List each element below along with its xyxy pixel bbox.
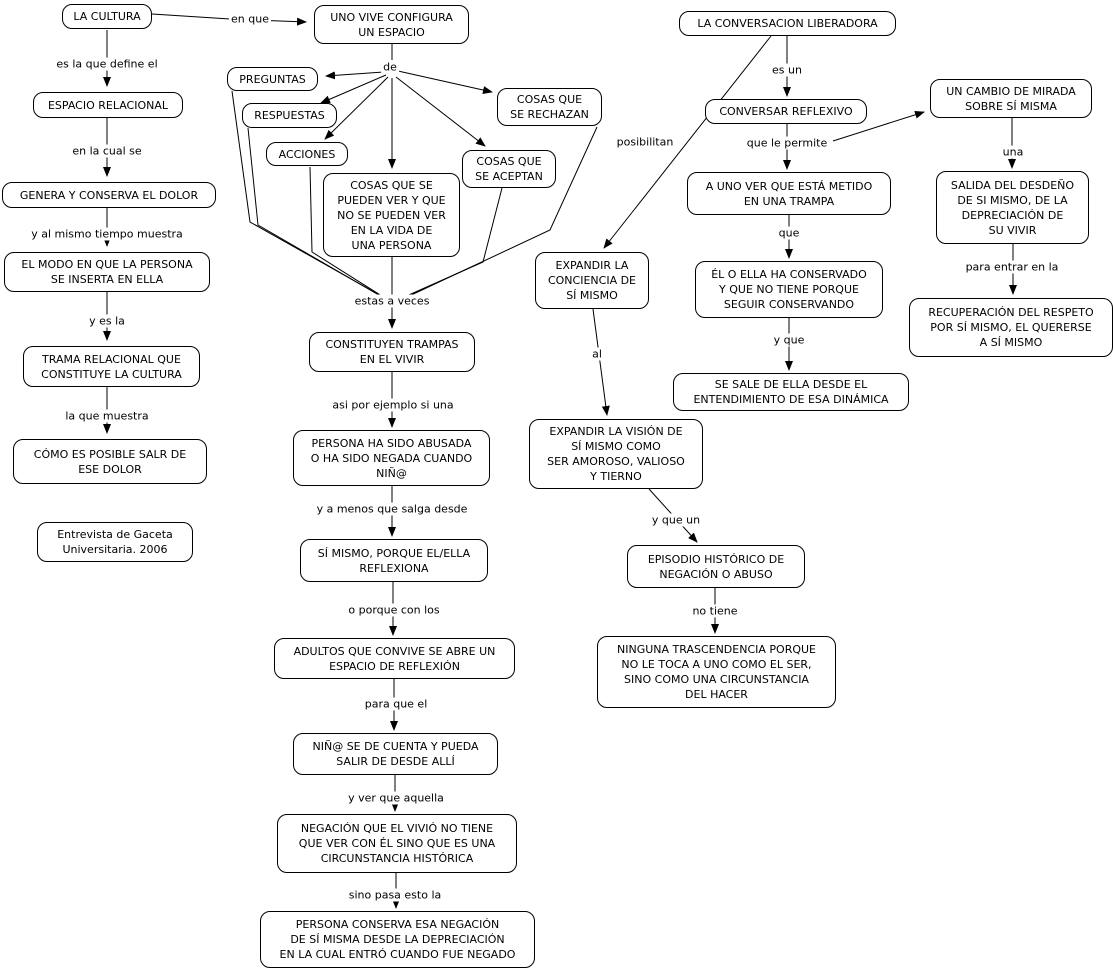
node-se-sale[interactable]: SE SALE DE ELLA DESDE EL ENTENDIMIENTO D… bbox=[673, 373, 909, 411]
node-persona-abusada[interactable]: PERSONA HA SIDO ABUSADA O HA SIDO NEGADA… bbox=[293, 430, 490, 486]
link-label-la-que-muestra[interactable]: la que muestra bbox=[63, 409, 151, 423]
node-episodio-historico[interactable]: EPISODIO HISTÓRICO DE NEGACIÓN O ABUSO bbox=[627, 545, 805, 588]
connector-aceptan-junction bbox=[401, 187, 503, 299]
node-si-mismo-reflexiona[interactable]: SÍ MISMO, PORQUE EL/ELLA REFLEXIONA bbox=[300, 539, 488, 582]
link-label-es-un[interactable]: es un bbox=[770, 63, 804, 77]
node-preguntas[interactable]: PREGUNTAS bbox=[227, 67, 318, 91]
link-label-en-la-cual-se[interactable]: en la cual se bbox=[70, 144, 144, 158]
connector-conciencia-vision bbox=[592, 308, 610, 416]
node-genera-conserva-dolor[interactable]: GENERA Y CONSERVA EL DOLOR bbox=[2, 182, 216, 208]
node-negacion-vivio[interactable]: NEGACIÓN QUE EL VIVIÓ NO TIENE QUE VER C… bbox=[277, 814, 517, 873]
node-un-cambio-mirada[interactable]: UN CAMBIO DE MIRADA SOBRE SÍ MISMA bbox=[930, 79, 1092, 118]
node-salida-desdeno[interactable]: SALIDA DEL DESDEÑO DE SI MISMO, DE LA DE… bbox=[936, 171, 1089, 244]
link-label-en-que[interactable]: en que bbox=[229, 12, 271, 26]
connector-acciones-junction bbox=[309, 166, 386, 299]
connector-de-rechazan bbox=[397, 70, 493, 94]
node-cosas-pueden-ver[interactable]: COSAS QUE SE PUEDEN VER Y QUE NO SE PUED… bbox=[323, 173, 460, 257]
link-label-es-la-que-define[interactable]: es la que define el bbox=[54, 57, 160, 71]
node-entrevista-gaceta[interactable]: Entrevista de Gaceta Universitaria. 2006 bbox=[37, 522, 193, 562]
connector-de-respuestas bbox=[320, 74, 387, 104]
node-persona-conserva[interactable]: PERSONA CONSERVA ESA NEGACIÓN DE SÍ MISM… bbox=[260, 911, 535, 968]
node-expandir-vision[interactable]: EXPANDIR LA VISIÓN DE SÍ MISMO COMO SER … bbox=[529, 419, 703, 489]
connector-conversacion-expandir bbox=[603, 35, 772, 249]
link-label-de[interactable]: de bbox=[381, 60, 399, 74]
link-label-y-es-la[interactable]: y es la bbox=[87, 314, 127, 328]
link-label-o-porque-con-los[interactable]: o porque con los bbox=[346, 603, 442, 617]
node-el-modo[interactable]: EL MODO EN QUE LA PERSONA SE INSERTA EN … bbox=[4, 252, 210, 292]
node-trama-relacional[interactable]: TRAMA RELACIONAL QUE CONSTITUYE LA CULTU… bbox=[23, 346, 200, 387]
link-label-para-entrar-en-la[interactable]: para entrar en la bbox=[963, 260, 1061, 274]
link-label-al[interactable]: al bbox=[590, 347, 604, 361]
connector-de-acciones bbox=[324, 76, 389, 140]
link-label-y-que[interactable]: y que bbox=[771, 333, 807, 347]
link-label-estas-a-veces[interactable]: estas a veces bbox=[352, 294, 432, 308]
node-nino-se-de-cuenta[interactable]: NIÑ@ SE DE CUENTA Y PUEDA SALIR DE DESDE… bbox=[293, 733, 498, 775]
link-label-sino-pasa-esto-la[interactable]: sino pasa esto la bbox=[346, 888, 444, 902]
link-label-posibilitan[interactable]: posibilitan bbox=[614, 135, 676, 149]
node-recuperacion-respeto[interactable]: RECUPERACIÓN DEL RESPETO POR SÍ MISMO, E… bbox=[909, 298, 1113, 357]
node-conversar-reflexivo[interactable]: CONVERSAR REFLEXIVO bbox=[705, 99, 867, 124]
link-label-no-tiene[interactable]: no tiene bbox=[690, 604, 740, 618]
link-label-que-le-permite[interactable]: que le permite bbox=[744, 136, 830, 150]
link-label-y-ver-que-aquella[interactable]: y ver que aquella bbox=[346, 791, 446, 805]
link-label-y-que-un[interactable]: y que un bbox=[649, 513, 703, 527]
node-acciones[interactable]: ACCIONES bbox=[266, 142, 348, 166]
connector-permite-uncambio bbox=[832, 110, 925, 142]
node-uno-vive-configura[interactable]: UNO VIVE CONFIGURA UN ESPACIO bbox=[314, 5, 469, 44]
node-ninguna-trascendencia[interactable]: NINGUNA TRASCENDENCIA PORQUE NO LE TOCA … bbox=[597, 636, 836, 708]
node-la-cultura[interactable]: LA CULTURA bbox=[62, 4, 152, 29]
link-label-para-que-el[interactable]: para que el bbox=[362, 697, 430, 711]
link-label-y-al-mismo[interactable]: y al mismo tiempo muestra bbox=[29, 227, 185, 241]
link-label-asi-por-ejemplo[interactable]: asi por ejemplo si una bbox=[330, 398, 456, 412]
connector-rechazan-junction bbox=[406, 126, 598, 298]
node-expandir-conciencia[interactable]: EXPANDIR LA CONCIENCIA DE SÍ MISMO bbox=[535, 252, 649, 309]
node-cosas-aceptan[interactable]: COSAS QUE SE ACEPTAN bbox=[462, 150, 556, 188]
node-como-es-posible[interactable]: CÓMO ES POSIBLE SALR DE ESE DOLOR bbox=[13, 439, 207, 484]
connector-respuestas-junction bbox=[247, 127, 385, 299]
connector-de-preguntas bbox=[325, 71, 385, 80]
node-el-o-ella[interactable]: ÉL O ELLA HA CONSERVADO Y QUE NO TIENE P… bbox=[695, 261, 883, 318]
node-a-uno-ver[interactable]: A UNO VER QUE ESTÁ METIDO EN UNA TRAMPA bbox=[687, 172, 891, 215]
link-label-que[interactable]: que bbox=[776, 226, 802, 240]
node-espacio-relacional[interactable]: ESPACIO RELACIONAL bbox=[33, 92, 183, 118]
node-conversacion-liberadora[interactable]: LA CONVERSACION LIBERADORA bbox=[679, 11, 896, 36]
connector-de-aceptan bbox=[395, 76, 486, 147]
node-cosas-rechazan[interactable]: COSAS QUE SE RECHAZAN bbox=[497, 88, 602, 126]
node-constituyen-trampas[interactable]: CONSTITUYEN TRAMPAS EN EL VIVIR bbox=[309, 332, 475, 372]
link-label-una[interactable]: una bbox=[1000, 145, 1026, 159]
node-respuestas[interactable]: RESPUESTAS bbox=[242, 103, 337, 128]
link-label-y-a-menos[interactable]: y a menos que salga desde bbox=[314, 502, 470, 516]
node-adultos-convive[interactable]: ADULTOS QUE CONVIVE SE ABRE UN ESPACIO D… bbox=[274, 638, 515, 679]
